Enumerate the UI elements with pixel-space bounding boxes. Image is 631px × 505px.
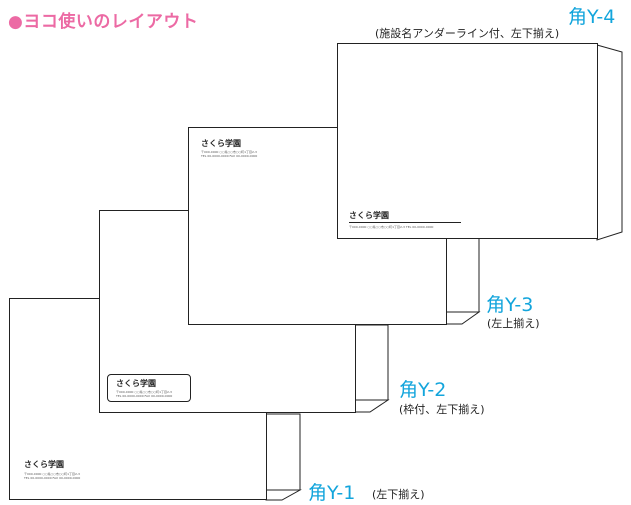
envelope-y4-address: 〒000-0000 ○○県○○市○○町1丁目2-3 TEL 00-0000-00…	[349, 225, 434, 229]
envelope-y2-phone: TEL 00-0000-0000 FAX 00-0000-0000	[116, 394, 173, 398]
note-y2: (枠付、左下揃え)	[399, 403, 485, 416]
envelope-y4-underline	[349, 222, 461, 223]
envelope-y4-flap	[596, 44, 623, 241]
envelope-y2-frame	[107, 374, 191, 402]
envelope-y1-flap	[265, 413, 301, 491]
envelope-y3-phone: TEL 00-0000-0000 FAX 00-0000-0000	[201, 154, 258, 158]
envelope-y4: さくら学園 〒000-0000 ○○県○○市○○町1丁目2-3 TEL 00-0…	[337, 43, 598, 239]
label-y3: 角Y-3	[486, 294, 534, 316]
label-y2: 角Y-2	[399, 379, 447, 401]
envelope-y1-phone: TEL 00-0000-0000 FAX 00-0000-0000	[24, 476, 81, 480]
envelope-y1-flap-tip	[265, 489, 302, 501]
note-y4: (施設名アンダーライン付、左下揃え)	[375, 27, 560, 40]
envelope-y2-address: 〒000-0000 ○○県○○市○○町1丁目2-3	[116, 390, 172, 394]
envelope-y3-address: 〒000-0000 ○○県○○市○○町1丁目2-3	[201, 150, 257, 154]
envelope-y4-school-name: さくら学園	[349, 211, 389, 220]
note-y1: (左下揃え)	[372, 488, 425, 501]
envelope-y2-flap-tip	[354, 399, 390, 413]
envelope-y3-flap	[445, 237, 480, 313]
label-y1: 角Y-1	[308, 482, 356, 504]
envelope-y3-school-name: さくら学園	[201, 139, 241, 148]
envelope-y1-address: 〒000-0000 ○○県○○市○○町1丁目2-3	[24, 472, 80, 476]
envelope-y1-school-name: さくら学園	[24, 460, 64, 469]
label-y4: 角Y-4	[568, 6, 616, 28]
note-y3: (左上揃え)	[487, 317, 540, 330]
envelope-y2-flap	[354, 324, 389, 401]
envelope-y2-school-name: さくら学園	[116, 379, 156, 388]
page-title: ●ヨコ使いのレイアウト	[8, 12, 199, 32]
envelope-y3-flap-tip	[445, 311, 481, 325]
